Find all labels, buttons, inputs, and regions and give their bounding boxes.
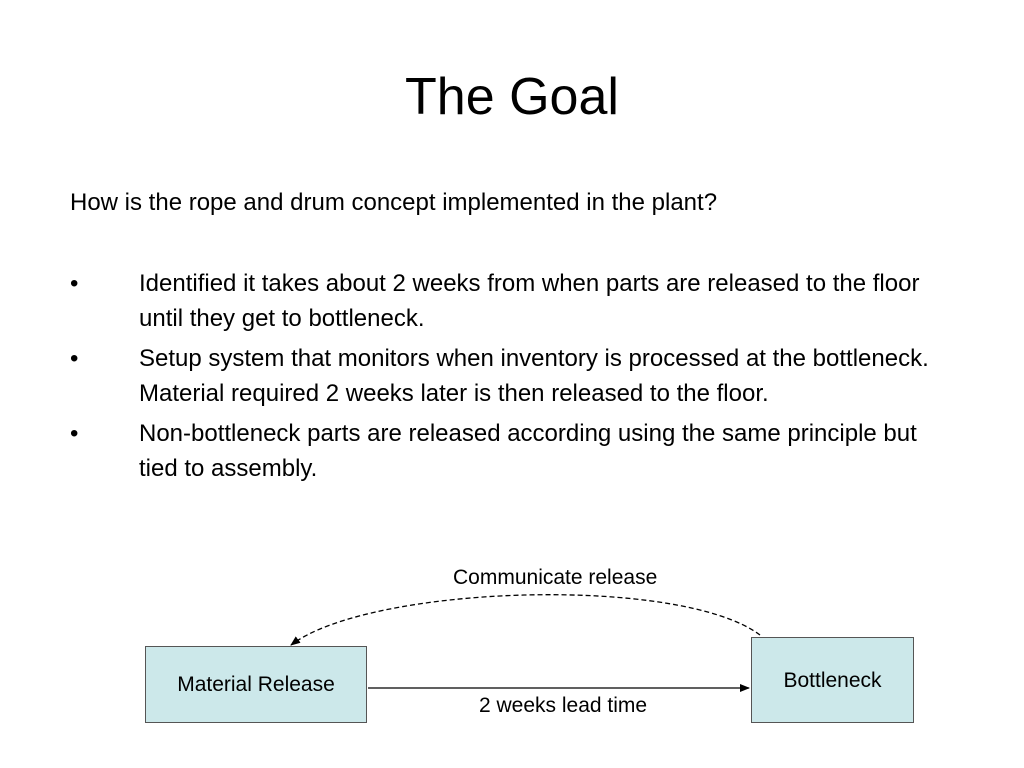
bottleneck-label: Bottleneck bbox=[783, 669, 882, 692]
slide-title: The Goal bbox=[405, 68, 619, 126]
bullet-item: • Identified it takes about 2 weeks from… bbox=[70, 267, 960, 336]
communicate-release-label: Communicate release bbox=[453, 566, 658, 589]
bullet-item: • Setup system that monitors when invent… bbox=[70, 342, 960, 411]
bullet-text: Identified it takes about 2 weeks from w… bbox=[139, 270, 920, 332]
bullet-marker: • bbox=[70, 345, 79, 372]
material-release-box: Material Release bbox=[145, 646, 367, 723]
lead-time-label: 2 weeks lead time bbox=[479, 694, 648, 717]
question-text: How is the rope and drum concept impleme… bbox=[70, 189, 718, 216]
bullet-item: • Non-bottleneck parts are released acco… bbox=[70, 417, 960, 486]
material-release-label: Material Release bbox=[177, 672, 335, 696]
bullet-text: Setup system that monitors when inventor… bbox=[139, 345, 929, 407]
bottleneck-box: Bottleneck bbox=[751, 637, 914, 723]
bullet-marker: • bbox=[70, 270, 79, 297]
bullet-text: Non-bottleneck parts are released accord… bbox=[139, 420, 917, 482]
communicate-release-arrow bbox=[290, 594, 761, 646]
bullet-list: • Identified it takes about 2 weeks from… bbox=[70, 267, 960, 492]
bullet-marker: • bbox=[70, 420, 79, 447]
